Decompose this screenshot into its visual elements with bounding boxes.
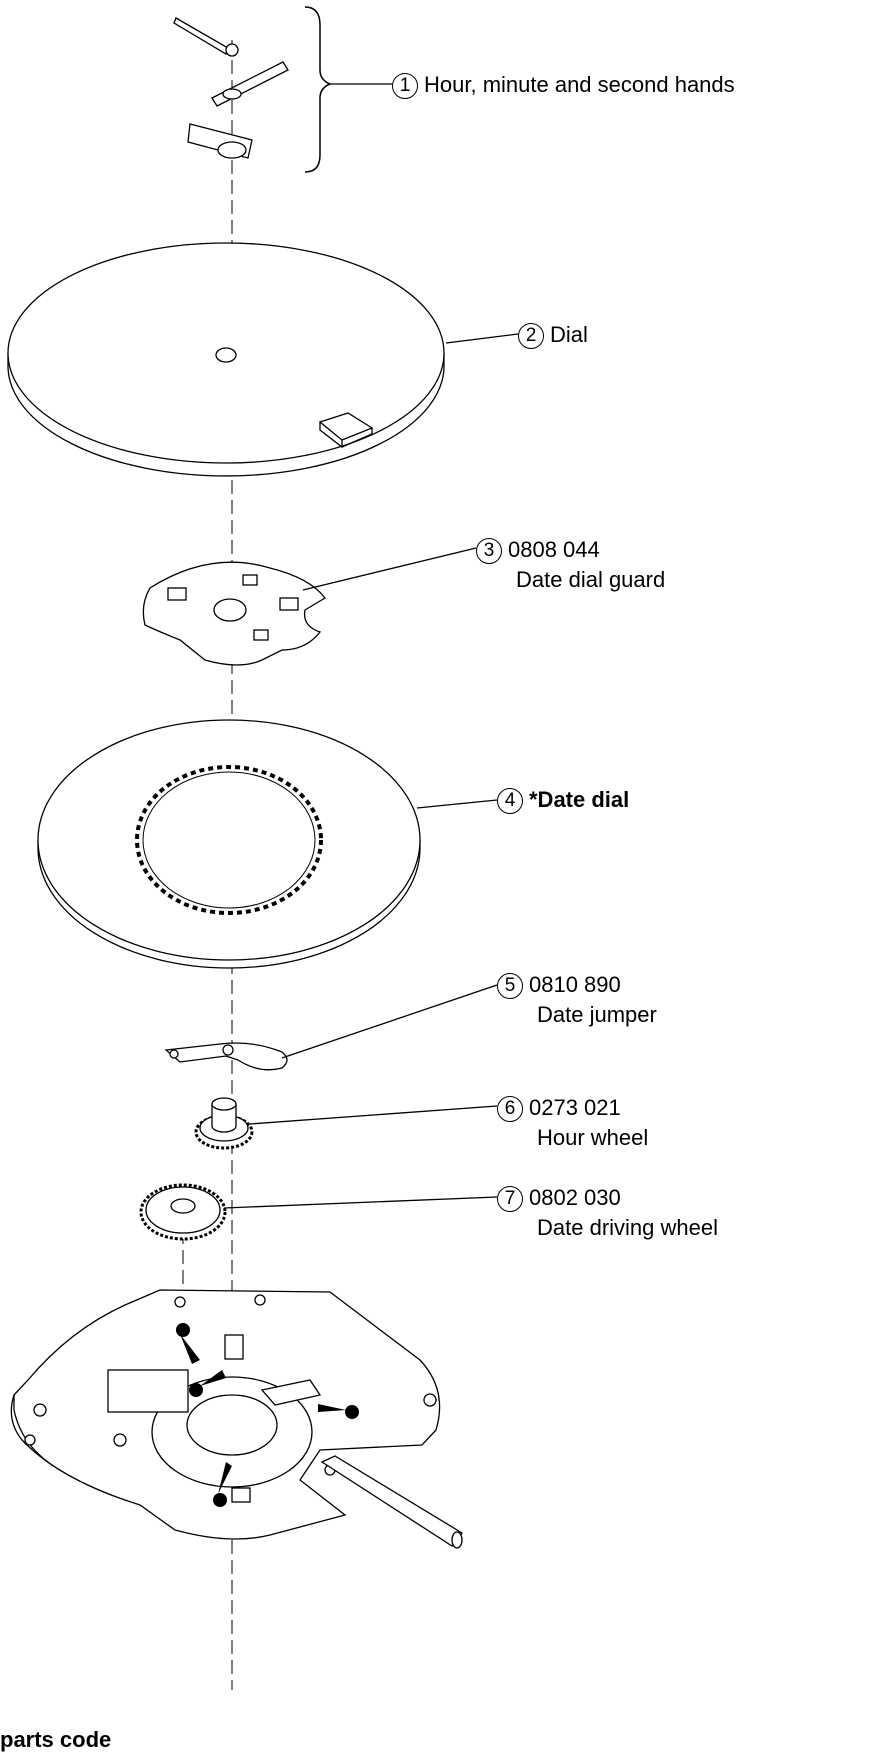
hour-wheel-part [194,1097,254,1150]
dial-part [7,242,445,477]
part-name-5: Date jumper [537,1002,657,1027]
part-number-1: 1 [392,73,418,100]
part-number-5: 5 [497,973,523,1000]
part-code-6: 0273 021 [529,1095,621,1120]
part-name-1: Hour, minute and second hands [424,72,735,97]
part-number-2: 2 [518,323,544,350]
hands-part [173,17,289,159]
leader-5 [281,984,498,1059]
part-name-2: Dial [550,322,588,347]
date-driving-wheel-part [139,1183,227,1241]
hands-brace [304,6,333,173]
date-dial-guard-part [142,561,326,666]
winding-stem [320,1455,463,1549]
part-number-7: 7 [497,1186,523,1213]
part-code-5: 0810 890 [529,972,621,997]
part-name-4: *Date dial [529,787,630,812]
part-code-7: 0802 030 [529,1185,621,1210]
part-name-6: Hour wheel [537,1125,649,1150]
leader-3 [302,547,477,591]
leader-7 [223,1196,498,1209]
part-number-6: 6 [497,1096,523,1123]
leader-6 [249,1105,498,1125]
leader-2 [445,333,519,344]
parts-code-caption: parts code [0,1727,112,1752]
movement-plate [10,1289,441,1540]
date-dial-part [37,719,421,969]
part-name-3: Date dial guard [516,567,666,592]
part-name-7: Date driving wheel [537,1215,718,1240]
date-jumper-part [164,1042,288,1071]
part-code-3: 0808 044 [508,537,600,562]
part-number-4: 4 [497,788,523,815]
lubrication-markers [176,1323,359,1507]
part-label-4: 4*Date dial [497,785,629,815]
part-number-3: 3 [476,538,502,565]
leader-4 [416,799,498,809]
